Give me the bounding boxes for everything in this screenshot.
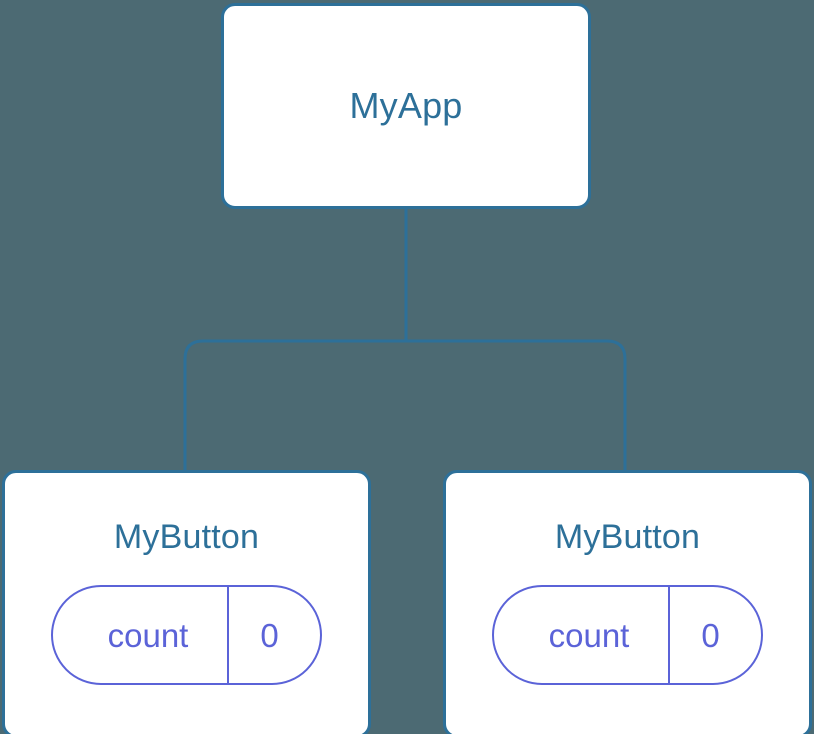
- edge-to-child-left: [183, 339, 406, 474]
- state-badge[interactable]: count 0: [492, 585, 763, 685]
- node-title: MyButton: [113, 518, 260, 556]
- node-root-myapp[interactable]: MyApp: [221, 3, 591, 209]
- state-badge-divider: [227, 587, 229, 683]
- node-title: MyApp: [349, 85, 463, 126]
- node-child-mybutton-1[interactable]: MyButton count 0: [2, 470, 371, 734]
- node-title: MyButton: [554, 518, 701, 556]
- node-child-mybutton-2[interactable]: MyButton count 0: [443, 470, 812, 734]
- edge-to-child-right: [406, 339, 627, 474]
- state-badge-key: count: [107, 616, 189, 654]
- state-badge-value: 0: [260, 616, 279, 654]
- state-badge[interactable]: count 0: [51, 585, 322, 685]
- state-badge-key: count: [548, 616, 630, 654]
- state-badge-value: 0: [701, 616, 720, 654]
- state-badge-divider: [668, 587, 670, 683]
